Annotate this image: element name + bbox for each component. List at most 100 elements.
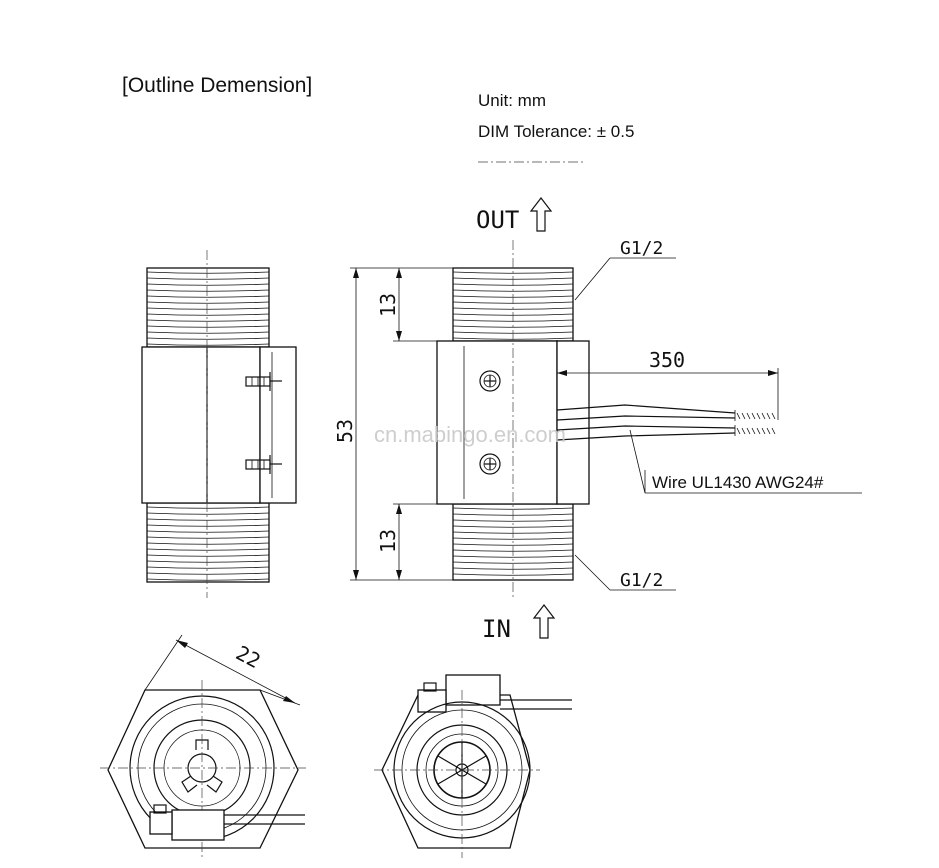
thread-crest: [146, 578, 270, 581]
wire-strand-segment: [766, 427, 771, 435]
wire-strand-upper: [736, 412, 776, 420]
wire-strand-segment: [771, 412, 776, 420]
thread-crest: [146, 554, 270, 557]
wire-strand-segment: [741, 412, 746, 420]
out-arrow-icon: [529, 197, 553, 232]
thread-top-spec: G1/2: [620, 238, 663, 259]
side-view-right: [436, 240, 776, 598]
thread-crest: [146, 542, 270, 545]
cable: [556, 404, 776, 441]
wire-strand-segment: [746, 412, 751, 420]
thread-crest: [146, 331, 270, 334]
thread-crest: [452, 537, 574, 540]
thread-crest: [146, 271, 270, 274]
thread-crest: [146, 277, 270, 280]
top-thread-lines: [146, 271, 270, 346]
in-arrow-icon: [532, 604, 556, 639]
tolerance-label: DIM Tolerance: ± 0.5: [478, 122, 634, 141]
sensor-lug: [171, 809, 225, 841]
wire-strand-segment: [756, 427, 761, 435]
thread-crest: [452, 307, 574, 310]
thread-crest: [146, 506, 270, 509]
wire-strand-segment: [741, 427, 746, 435]
thread-crest: [146, 343, 270, 346]
thread-callout-bottom: G1/2: [574, 554, 676, 591]
in-label: IN: [482, 615, 511, 643]
dim-top-thread: 13: [376, 268, 437, 342]
wire-strand-segment: [751, 412, 756, 420]
thread-crest: [146, 313, 270, 316]
thread-crest: [146, 512, 270, 515]
thread-crest: [146, 289, 270, 292]
thread-crest: [452, 525, 574, 528]
screw-upper-side: [245, 372, 282, 391]
bottom-thread-lines: [146, 506, 270, 581]
dim-overall-length: 53: [333, 267, 453, 581]
top-thread-length: 13: [376, 293, 400, 317]
thread-crest: [146, 530, 270, 533]
wire-strand-segment: [766, 412, 771, 420]
thread-crest: [146, 337, 270, 340]
thread-crest: [452, 271, 574, 274]
wire-strand-lower: [736, 427, 776, 435]
thread-crest: [452, 561, 574, 564]
thread-crest: [452, 573, 574, 576]
cable-length-value: 350: [649, 348, 685, 372]
wire-callout: Wire UL1430 AWG24#: [629, 429, 862, 494]
thread-bottom-spec: G1/2: [620, 570, 663, 591]
end-view-left: 22: [100, 634, 306, 858]
outlet-label: OUT: [476, 197, 553, 234]
thread-crest: [452, 519, 574, 522]
out-label: OUT: [476, 206, 519, 234]
thread-crest: [146, 524, 270, 527]
thread-crest: [452, 507, 574, 510]
thread-callout-top: G1/2: [574, 238, 676, 301]
watermark: cn.mabingo.en.com: [374, 422, 566, 447]
thread-crest: [146, 518, 270, 521]
wire-strand-segment: [746, 427, 751, 435]
wire-strand-segment: [736, 412, 741, 420]
wire-strand-segment: [756, 412, 761, 420]
thread-crest: [146, 319, 270, 322]
bottom-thread-body: [146, 502, 270, 583]
sensor-lug-right: [445, 674, 501, 706]
thread-crest: [452, 325, 574, 328]
screw-upper-front: [479, 370, 501, 392]
unit-label: Unit: mm: [478, 91, 546, 110]
wire-strand-segment: [761, 427, 766, 435]
thread-crest: [146, 566, 270, 569]
dim-bottom-thread: 13: [376, 503, 437, 580]
thread-crest: [452, 543, 574, 546]
housing-block: [141, 346, 261, 504]
thread-crest: [146, 560, 270, 563]
thread-crest: [146, 283, 270, 286]
sensor-plate-right: [556, 340, 590, 505]
wire-spec: Wire UL1430 AWG24#: [652, 473, 824, 492]
wire-strand-segment: [761, 412, 766, 420]
wire-strand-segment: [771, 427, 776, 435]
thread-crest: [146, 572, 270, 575]
hex-width-value: 22: [232, 641, 265, 674]
top-thread-body: [146, 267, 270, 348]
side-view-left: [141, 250, 297, 598]
drawing-title: [Outline Demension]: [122, 74, 312, 97]
screw-lower-side: [245, 455, 282, 474]
wire-strand-segment: [751, 427, 756, 435]
wire-strand-segment: [736, 427, 741, 435]
inlet-label: IN: [482, 604, 556, 643]
thread-crest: [146, 301, 270, 304]
thread-crest: [146, 307, 270, 310]
bottom-thread-length: 13: [376, 529, 400, 553]
thread-crest: [146, 295, 270, 298]
housing-block-right: [436, 340, 558, 505]
thread-crest: [146, 325, 270, 328]
sensor-plate: [259, 346, 297, 504]
screw-lower-front: [479, 453, 501, 475]
overall-length-value: 53: [333, 419, 357, 443]
thread-crest: [452, 289, 574, 292]
end-view-right: [374, 674, 572, 858]
dim-cable-length: 350: [556, 340, 779, 420]
thread-crest: [146, 536, 270, 539]
thread-crest: [452, 555, 574, 558]
